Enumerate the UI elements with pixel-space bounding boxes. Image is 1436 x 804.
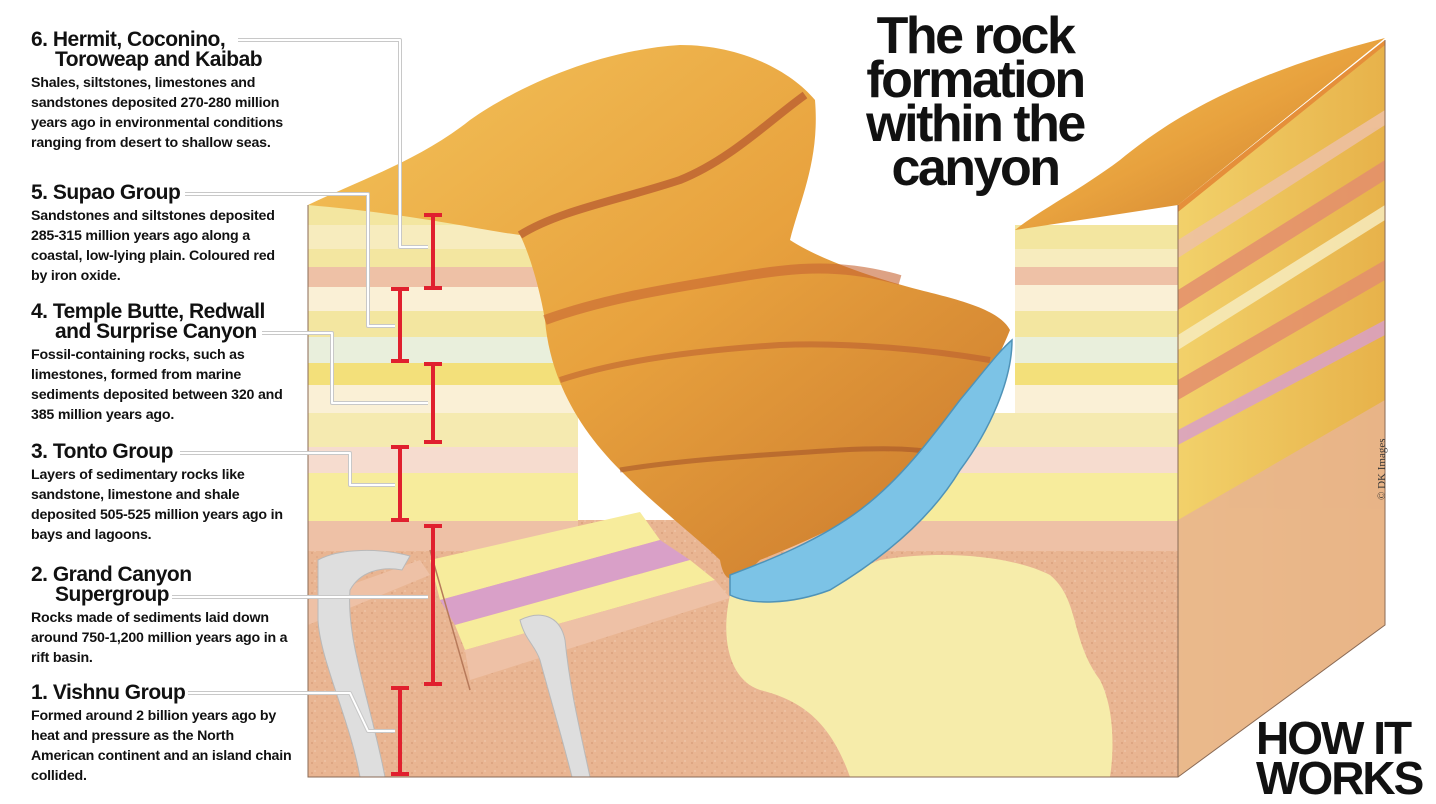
layer-heading: 6. Hermit, Coconino,Toroweap and Kaibab [31,28,293,71]
image-credit: © DK Images [1376,438,1388,500]
brand-logo: HOW IT WORKS [1256,712,1436,804]
bracket-layer-2 [424,524,442,686]
supergroup-tilted-beds [308,512,730,691]
title-line: formation [866,51,1086,109]
title-line: within the [866,95,1086,153]
layer-heading: 1. Vishnu Group [31,681,293,704]
heading-line: 6. Hermit, Coconino, [31,28,226,51]
bracket-layer-1 [391,686,409,776]
page-title: The rock formation within the canyon [830,7,1120,197]
bracket-layer-3 [391,445,409,522]
heading-line: 3. Tonto Group [31,440,173,463]
heading-line: 2. Grand Canyon [31,563,192,586]
range-brackets [391,213,442,776]
layer-description: Formed around 2 billion years ago by hea… [31,708,292,784]
heading-line: 1. Vishnu Group [31,681,186,704]
layer-heading: 5. Supao Group [31,181,293,204]
side-strata [1178,110,1385,777]
layer-description: Shales, siltstones, limestones and sands… [31,75,283,151]
left-strata [308,205,578,551]
layer-description: Fossil-containing rocks, such as limesto… [31,347,283,423]
layer-description: Rocks made of sediments laid down around… [31,610,288,666]
layer-label-1: 1. Vishnu Group Formed around 2 billion … [31,681,293,786]
colorado-river [729,338,1013,603]
block-outline [307,40,1386,778]
cream-intrusion [726,555,1113,777]
heading-line: Toroweap and Kaibab [55,48,263,71]
leader-lines [172,39,428,732]
layer-label-5: 5. Supao Group Sandstones and siltstones… [31,181,293,286]
brand-line: WORKS [1256,752,1424,804]
bracket-layer-4 [424,362,442,444]
heading-line: and Surprise Canyon [55,320,257,343]
right-plateau [1015,38,1385,230]
heading-line: Supergroup [55,583,170,606]
layer-label-6: 6. Hermit, Coconino,Toroweap and Kaibab … [31,28,293,153]
layer-description: Layers of sedimentary rocks like sandsto… [31,467,283,543]
heading-line: 4. Temple Butte, Redwall [31,300,265,323]
heading-line: 5. Supao Group [31,181,181,204]
brand-line: HOW IT [1256,712,1412,764]
title-line: canyon [891,139,1061,197]
bracket-layer-5 [391,287,409,363]
canyon-wall [308,45,1010,579]
layer-heading: 3. Tonto Group [31,440,293,463]
layer-description: Sandstones and siltstones deposited 285-… [31,208,275,284]
title-line: The rock [876,7,1076,65]
bracket-layer-6 [424,213,442,290]
layer-label-3: 3. Tonto Group Layers of sedimentary roc… [31,440,293,545]
